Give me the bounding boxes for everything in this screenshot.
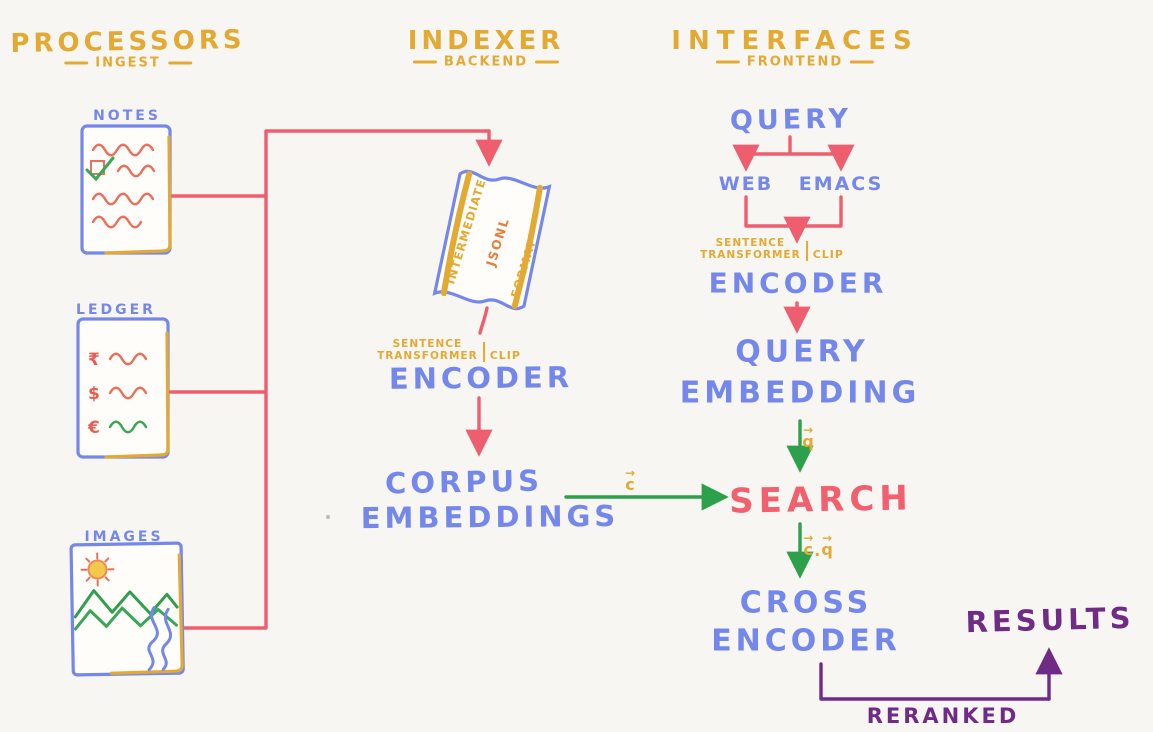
ledger-scribble-line bbox=[108, 386, 148, 400]
vector-arrow-glyph: → bbox=[802, 423, 814, 437]
note-scribble-line bbox=[116, 164, 156, 178]
indexer-model-line1: SENTENCE bbox=[392, 338, 463, 350]
model-divider bbox=[805, 241, 808, 261]
processors-subtitle: INGEST bbox=[64, 56, 192, 71]
indexer-title: INDEXER bbox=[407, 26, 565, 56]
query-label: QUERY bbox=[729, 103, 853, 137]
euro-symbol: € bbox=[87, 418, 100, 438]
indexer-model-label: SENTENCE TRANSFORMER CLIP bbox=[377, 338, 521, 362]
notes-card bbox=[80, 124, 172, 255]
note-scribble-line bbox=[91, 215, 143, 229]
indexer-encoder-label: ENCODER bbox=[388, 360, 574, 396]
river-doodle bbox=[147, 606, 173, 672]
interfaces-model-line1: SENTENCE bbox=[715, 237, 786, 249]
cross-encoder-line2: ENCODER bbox=[711, 623, 901, 659]
clients-to-encoder-arrow bbox=[744, 195, 843, 244]
query-vector-letter: q bbox=[821, 540, 833, 559]
corpus-embeddings-line2: EMBEDDINGS bbox=[360, 498, 620, 536]
query-branch-arrows bbox=[732, 135, 855, 172]
subtitle-dash bbox=[715, 60, 740, 64]
indexer-model-line2: TRANSFORMER bbox=[377, 350, 478, 362]
scroll-left-curl bbox=[440, 170, 473, 297]
images-label: IMAGES bbox=[84, 529, 164, 545]
mountains-doodle bbox=[74, 606, 178, 631]
ledger-label: LEDGER bbox=[76, 302, 156, 318]
jsonl-scroll: INTERMEDIATE JSONL FORMAT bbox=[432, 169, 552, 311]
ledger-scribble-line bbox=[108, 420, 148, 434]
subtitle-dash bbox=[850, 60, 875, 64]
search-label: SEARCH bbox=[728, 478, 914, 522]
scroll-to-encoder-line bbox=[478, 306, 489, 335]
indexer-model-clip: CLIP bbox=[489, 349, 521, 362]
dot-product-label: → c . → q bbox=[803, 531, 833, 560]
stray-ink-dot bbox=[326, 515, 330, 519]
vector-arrow-glyph: → bbox=[822, 531, 833, 545]
interfaces-encoder-label: ENCODER bbox=[708, 266, 888, 300]
cross-encoder-line1: CROSS bbox=[739, 585, 873, 621]
notes-label: NOTES bbox=[93, 108, 161, 124]
vector-arrow-glyph: → bbox=[803, 531, 814, 545]
note-scribble-line bbox=[91, 192, 155, 206]
subtitle-dash bbox=[167, 61, 192, 65]
interfaces-model-line2: TRANSFORMER bbox=[700, 249, 801, 261]
reranked-label: RERANKED bbox=[866, 704, 1020, 728]
model-divider bbox=[482, 342, 485, 362]
rupee-symbol: ₹ bbox=[88, 350, 100, 370]
results-label: RESULTS bbox=[965, 600, 1135, 640]
interfaces-title: INTERFACES bbox=[671, 26, 919, 56]
images-card bbox=[69, 541, 185, 677]
indexer-subtitle-text: BACKEND bbox=[443, 54, 529, 70]
sun-doodle bbox=[80, 552, 115, 587]
query-vector-small: → q bbox=[821, 531, 833, 559]
corpus-vector-small: → c bbox=[803, 531, 814, 559]
interfaces-model-clip: CLIP bbox=[812, 248, 844, 261]
query-embedding-line2: EMBEDDING bbox=[679, 375, 921, 411]
emacs-label: EMACS bbox=[798, 173, 884, 195]
query-vector-label: → q bbox=[802, 423, 814, 451]
ingest-connector-arrow bbox=[166, 129, 503, 630]
subtitle-dash bbox=[535, 60, 560, 64]
dot-glyph: . bbox=[814, 541, 821, 560]
reranked-arrow bbox=[819, 647, 1063, 701]
web-label: WEB bbox=[718, 173, 774, 195]
mountains-doodle bbox=[73, 589, 179, 619]
note-scribble-line bbox=[91, 143, 155, 157]
corpus-vector-label: → c bbox=[624, 466, 636, 494]
processors-subtitle-text: INGEST bbox=[95, 55, 161, 71]
query-vector-letter: q bbox=[802, 432, 814, 451]
checkmark-doodle bbox=[85, 156, 115, 182]
subtitle-dash bbox=[412, 60, 437, 64]
subtitle-dash bbox=[64, 61, 89, 65]
corpus-embeddings-line1: CORPUS bbox=[384, 463, 544, 501]
indexer-subtitle: BACKEND bbox=[412, 54, 560, 70]
ledger-card: ₹ $ € bbox=[76, 317, 170, 459]
processors-title: PROCESSORS bbox=[10, 24, 246, 60]
ledger-scribble-line bbox=[108, 352, 148, 366]
interfaces-subtitle: FRONTEND bbox=[715, 54, 875, 70]
corpus-vector-letter: c bbox=[625, 475, 635, 494]
corpus-vector-letter: c bbox=[803, 540, 813, 559]
dollar-symbol: $ bbox=[88, 384, 100, 404]
interfaces-subtitle-text: FRONTEND bbox=[746, 54, 844, 70]
vector-arrow-glyph: → bbox=[624, 466, 636, 480]
query-embedding-line1: QUERY bbox=[735, 334, 869, 370]
interfaces-model-label: SENTENCE TRANSFORMER CLIP bbox=[700, 237, 844, 261]
scroll-right-curl bbox=[511, 184, 543, 310]
